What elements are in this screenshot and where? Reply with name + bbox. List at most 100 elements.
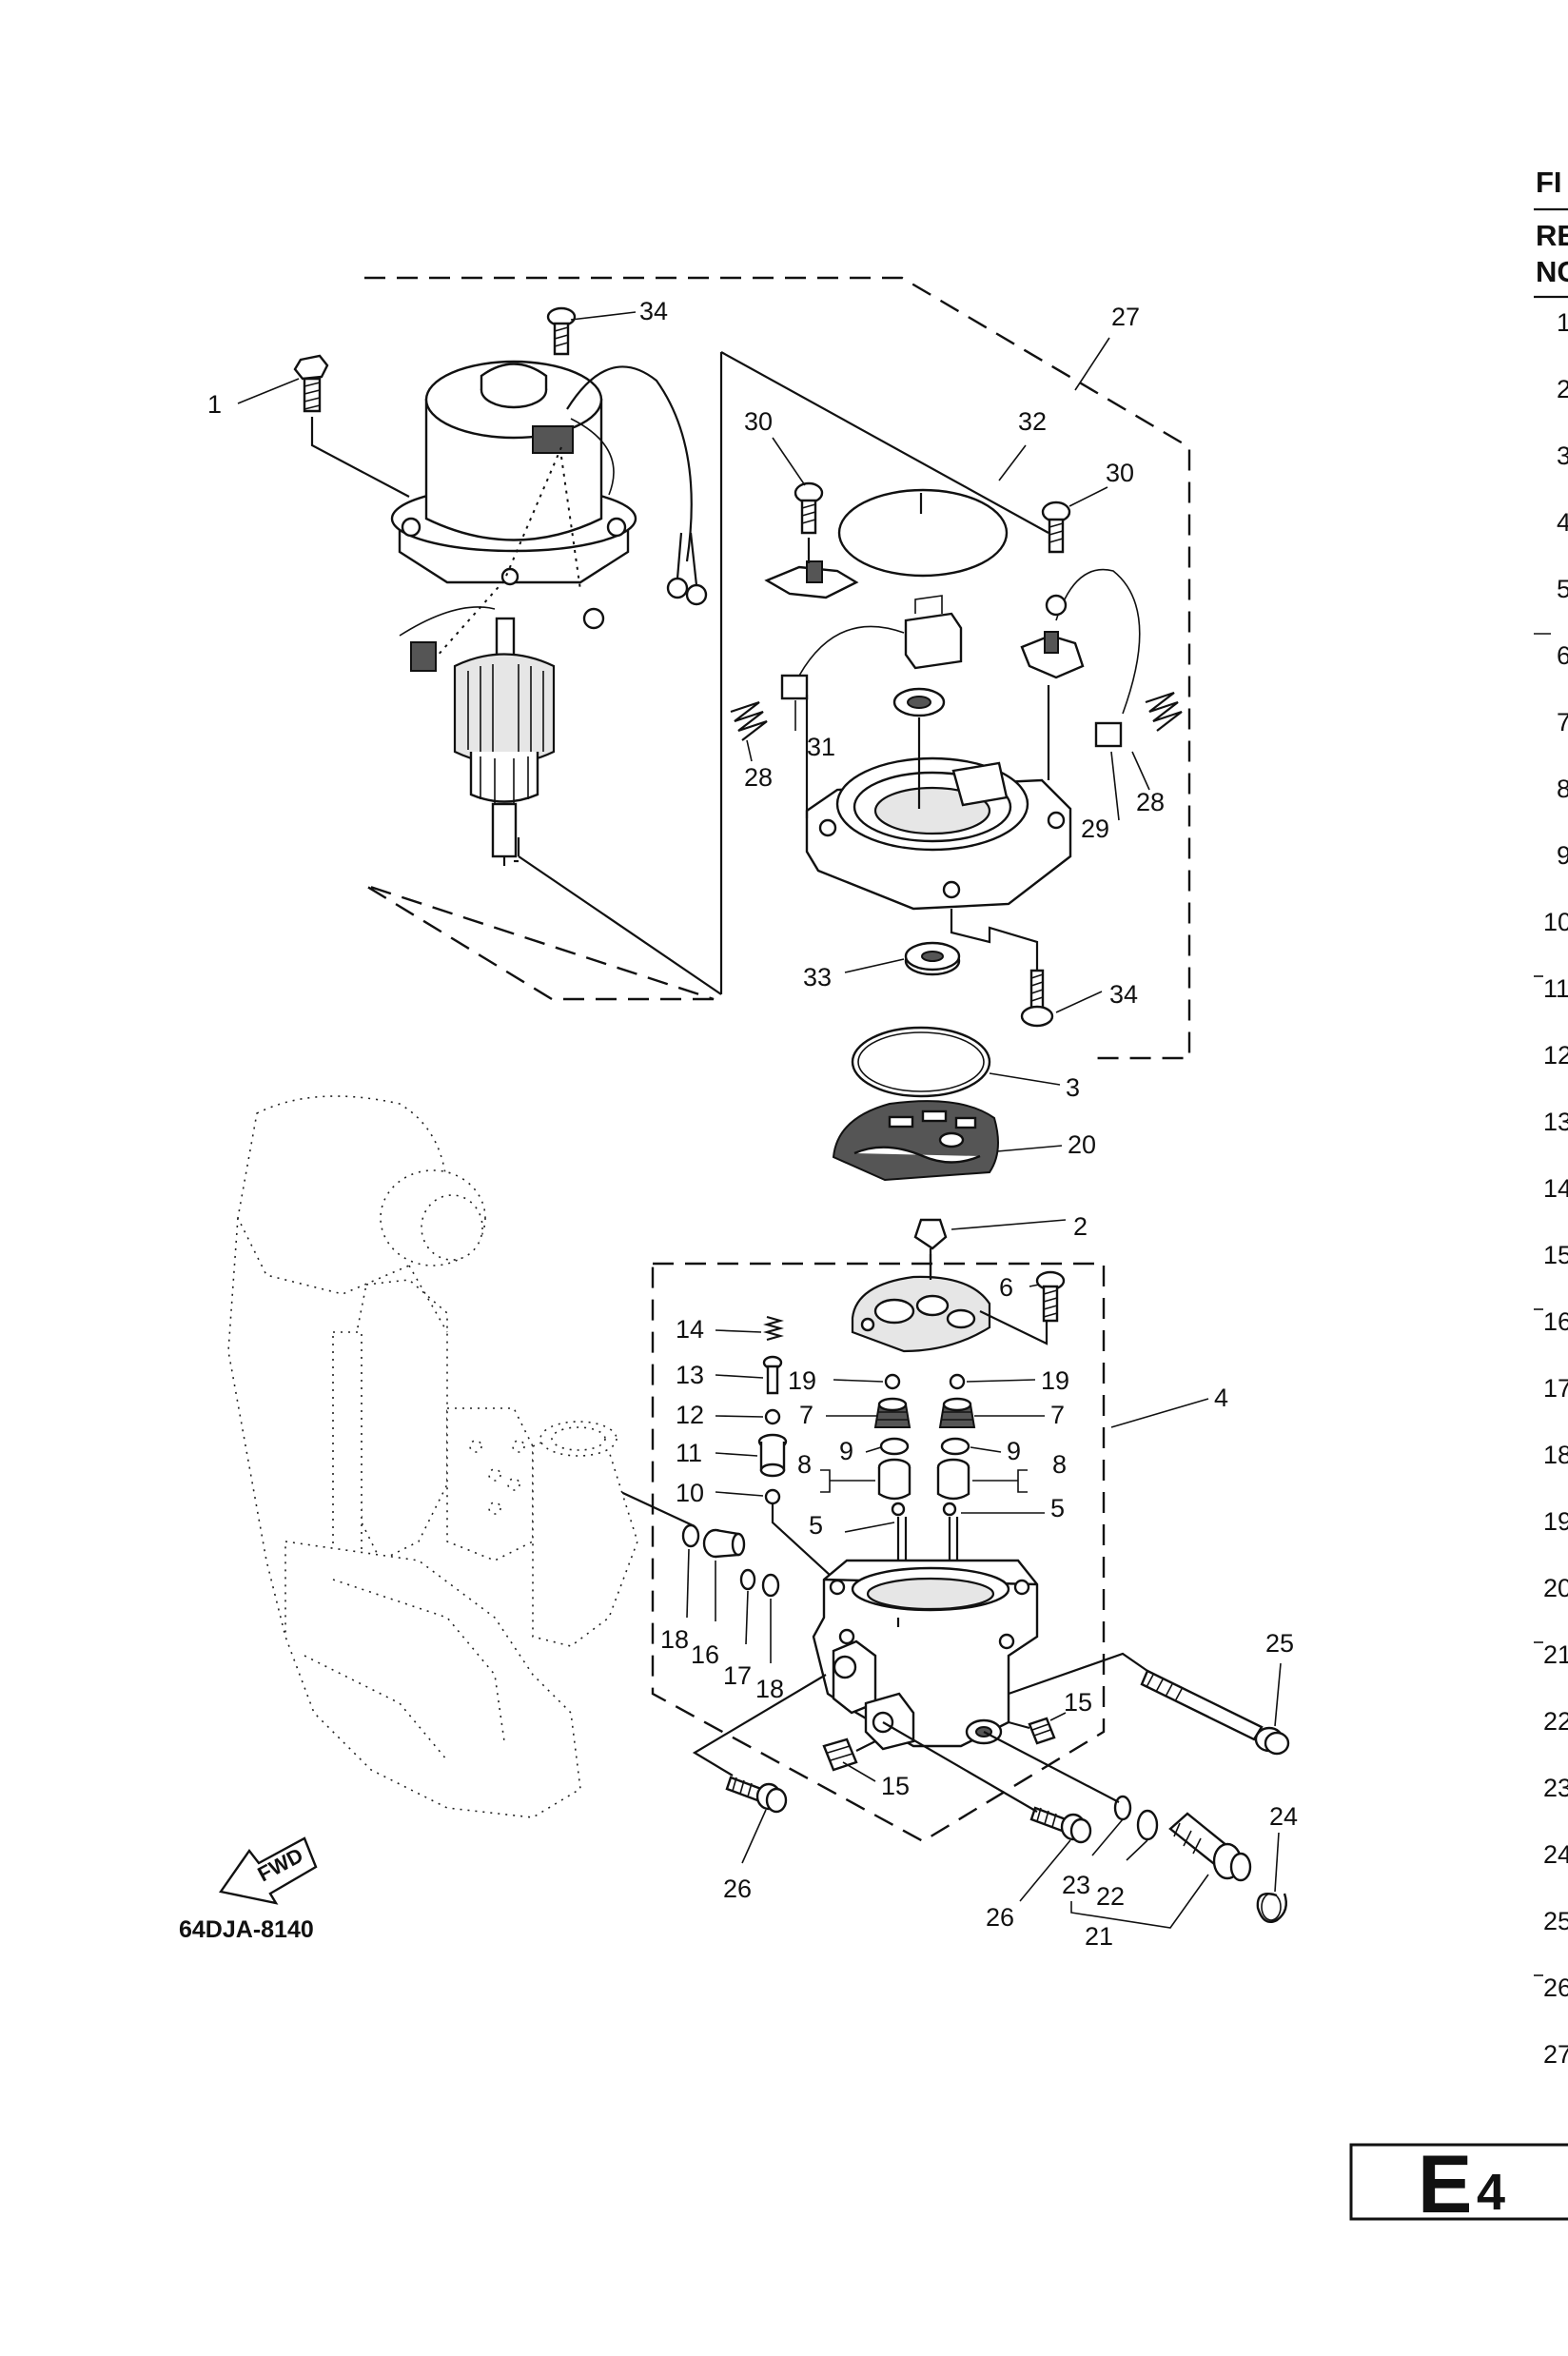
callout-26-right: 26 xyxy=(986,1903,1014,1932)
table-row-ref: 14 xyxy=(1543,1174,1568,1203)
plug-15-left xyxy=(822,1738,858,1772)
leader-lines xyxy=(237,311,1282,1929)
ball-12 xyxy=(764,1408,781,1425)
callout-9-left: 9 xyxy=(839,1437,853,1465)
callout-27: 27 xyxy=(1111,303,1140,331)
table-header-line-2: RE xyxy=(1536,219,1568,252)
callout-9-right: 9 xyxy=(1007,1437,1021,1465)
table-row-ref: 24 xyxy=(1543,1840,1568,1869)
callout-26-left: 26 xyxy=(723,1875,752,1903)
callout-labels: 1 2 3 4 5 5 6 7 7 8 8 9 9 10 11 12 13 14… xyxy=(207,297,1298,1951)
shuttle-valve-7-right xyxy=(938,1397,976,1428)
table-row-ref: 11 xyxy=(1543,974,1568,1003)
callout-1: 1 xyxy=(207,390,222,419)
piston-8-right xyxy=(936,1458,970,1501)
table-row-ref: 7 xyxy=(1557,708,1568,736)
page-badge: E 4 xyxy=(1349,2139,1568,2230)
table-row-ref: 21 xyxy=(1543,1640,1568,1669)
table-row-ref: 25 xyxy=(1543,1907,1568,1935)
callout-6: 6 xyxy=(999,1273,1013,1302)
callout-21: 21 xyxy=(1085,1922,1113,1951)
callout-22: 22 xyxy=(1096,1882,1125,1911)
callout-31: 31 xyxy=(807,733,835,761)
callout-32: 32 xyxy=(1018,407,1047,436)
screw-30-left xyxy=(794,481,824,535)
page-badge-letter: E xyxy=(1418,2139,1472,2230)
table-row-ref: 13 xyxy=(1543,1108,1568,1136)
o-ring-32 xyxy=(837,488,1009,578)
pump-cover xyxy=(851,1275,991,1353)
callout-2: 2 xyxy=(1073,1212,1088,1241)
callout-19-left: 19 xyxy=(788,1366,816,1395)
table-row-ref: 20 xyxy=(1543,1574,1568,1602)
table-row-ref: 8 xyxy=(1557,775,1568,803)
washer-18-left xyxy=(681,1523,700,1548)
callout-34-bottom: 34 xyxy=(1109,980,1138,1009)
callout-7-left: 7 xyxy=(799,1401,813,1429)
callout-11: 11 xyxy=(676,1439,702,1467)
end-cover xyxy=(805,756,1072,911)
callout-3: 3 xyxy=(1066,1073,1080,1102)
ring-terminal-pair xyxy=(666,532,708,606)
screw-34-lower xyxy=(1020,969,1054,1028)
callout-13: 13 xyxy=(676,1361,704,1389)
diagram-code: 64DJA-8140 xyxy=(179,1916,314,1943)
table-row-ref: 9 xyxy=(1557,841,1568,870)
callout-14: 14 xyxy=(676,1315,704,1344)
valve-seat-11 xyxy=(757,1433,788,1478)
callout-19-right: 19 xyxy=(1041,1366,1069,1395)
callout-7-right: 7 xyxy=(1050,1401,1065,1429)
o-ring-9-right xyxy=(940,1437,970,1456)
table-row-ref: 17 xyxy=(1543,1374,1568,1403)
o-ring-10 xyxy=(764,1488,781,1505)
washer-small xyxy=(582,607,605,630)
armature xyxy=(453,617,556,866)
callout-30-left: 30 xyxy=(744,407,773,436)
callout-23: 23 xyxy=(1062,1871,1090,1899)
o-ring-3 xyxy=(851,1026,991,1098)
table-row-ref: 3 xyxy=(1557,442,1568,470)
callout-15-left: 15 xyxy=(881,1772,910,1800)
motor-yoke xyxy=(390,360,637,586)
o-ring-22 xyxy=(1136,1809,1159,1841)
table-header-line-1: FI xyxy=(1536,166,1562,199)
screw-30-right xyxy=(1041,501,1071,554)
brush-spring-left xyxy=(730,700,768,741)
bearing xyxy=(892,687,946,717)
table-row-ref: 27 xyxy=(1543,2040,1568,2069)
table-row-ref: 4 xyxy=(1557,508,1568,537)
callout-8-left: 8 xyxy=(797,1450,812,1479)
bolt-26-right xyxy=(1029,1806,1092,1844)
page-badge-number: 4 xyxy=(1477,2164,1505,2221)
plug-15-right xyxy=(1028,1717,1056,1745)
callout-25: 25 xyxy=(1265,1629,1294,1658)
manual-valve-21 xyxy=(1168,1812,1252,1882)
callout-28-left: 28 xyxy=(744,763,773,792)
ball-19-right xyxy=(949,1373,966,1390)
callout-12: 12 xyxy=(676,1401,704,1429)
screw-34-upper xyxy=(546,306,577,356)
callout-5-right: 5 xyxy=(1050,1494,1065,1522)
table-row-ref: 26 xyxy=(1543,1973,1568,2002)
forward-direction-icon[interactable] xyxy=(218,1836,318,1905)
motor-lead-wire xyxy=(566,365,693,562)
table-row-ref: 2 xyxy=(1557,375,1568,403)
callout-28-right: 28 xyxy=(1136,788,1165,816)
callout-34-top: 34 xyxy=(639,297,668,325)
bolt-26-left xyxy=(725,1776,788,1814)
shuttle-valve-7-left xyxy=(873,1397,911,1428)
spring-14 xyxy=(762,1315,785,1342)
parts-list-table-fragment: FI RE NC 1 2 3 4 5 6 7 8 9 10 11 12 13 1… xyxy=(1534,166,1568,2069)
callout-8-right: 8 xyxy=(1052,1450,1067,1479)
table-row-ref: 22 xyxy=(1543,1707,1568,1736)
table-row-ref: 5 xyxy=(1557,575,1568,603)
callout-15-right: 15 xyxy=(1064,1688,1092,1717)
callout-16: 16 xyxy=(691,1640,719,1669)
o-ring-23 xyxy=(1113,1795,1132,1821)
callout-29: 29 xyxy=(1081,815,1109,843)
table-row-ref: 6 xyxy=(1557,641,1568,670)
pump-housing xyxy=(812,1559,1039,1751)
table-header-line-3: NC xyxy=(1536,255,1568,288)
valve-16 xyxy=(702,1528,746,1559)
callout-20: 20 xyxy=(1068,1130,1096,1159)
